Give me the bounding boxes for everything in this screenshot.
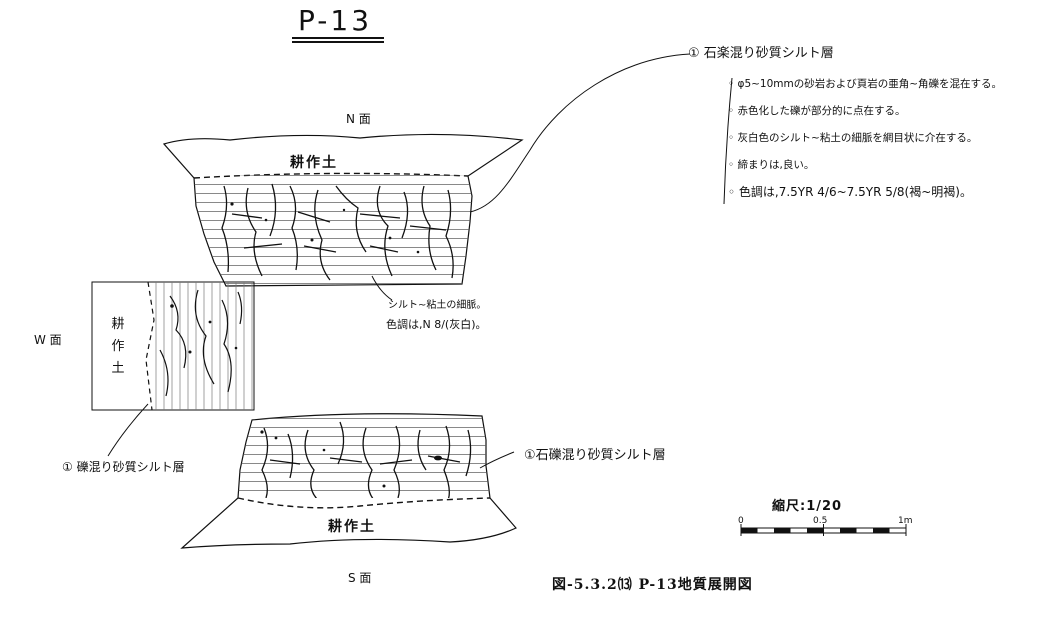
- west-plow-soil-label: 耕作土: [111, 317, 125, 376]
- north-face-section: [162, 133, 524, 287]
- title-underline-1: [292, 37, 384, 39]
- south-leader-line: [479, 451, 515, 469]
- vein-callout-line1: シルト~粘土の細脈。: [388, 300, 487, 311]
- north-gravel: [230, 202, 420, 254]
- vein-callout-line2: 色調は,N 8/(灰白)。: [386, 318, 487, 331]
- south-layer-label: ①石礫混り砂質シルト層: [524, 448, 666, 463]
- layer-notes-title: ① 石楽混り砂質シルト層: [688, 46, 834, 61]
- south-plow-soil-label: 耕作土: [328, 519, 376, 535]
- north-face-label: N 面: [346, 112, 371, 126]
- north-leader-line: [469, 53, 691, 213]
- layer-note-item: 色調は,7.5YR 4/6~7.5YR 5/8(褐~明褐)。: [728, 184, 1002, 211]
- layer-note-item: 灰白色のシルト~粘土の細脈を網目状に介在する。: [728, 130, 1002, 157]
- scale-tick-1m: 1m: [898, 516, 913, 526]
- sheet-title: P-13: [298, 4, 373, 37]
- layer-note-item: 赤色化した礫が部分的に点在する。: [728, 103, 1002, 130]
- west-leader-line: [107, 403, 149, 457]
- west-face-section: [91, 281, 255, 411]
- scale-tick-0: 0: [738, 516, 744, 526]
- layer-note-item: φ5~10mmの砂岩および頁岩の亜角~角礫を混在する。: [728, 76, 1003, 103]
- layer-notes-list: φ5~10mmの砂岩および頁岩の亜角~角礫を混在する。 赤色化した礫が部分的に点…: [728, 76, 1003, 211]
- title-underline-2: [292, 41, 384, 43]
- figure-caption: 図-5.3.2⒀ P-13地質展開図: [552, 577, 753, 593]
- scale-tick-half: 0.5: [813, 516, 828, 526]
- scale-title: 縮尺:1/20: [772, 499, 843, 514]
- west-veins: [159, 289, 243, 397]
- west-layer-label: ① 礫混り砂質シルト層: [62, 460, 185, 474]
- south-veins: [261, 421, 472, 498]
- scale-bar: [740, 524, 907, 536]
- south-boundary-dashed: [237, 497, 491, 509]
- layer-note-item: 締まりは,良い。: [728, 157, 1002, 184]
- north-plow-soil-label: 耕作土: [290, 155, 338, 171]
- south-face-section: [180, 413, 517, 549]
- north-veins: [221, 183, 454, 281]
- vein-leader-line: [371, 275, 393, 301]
- west-face-label: W 面: [34, 333, 62, 347]
- south-face-label: S 面: [348, 571, 372, 585]
